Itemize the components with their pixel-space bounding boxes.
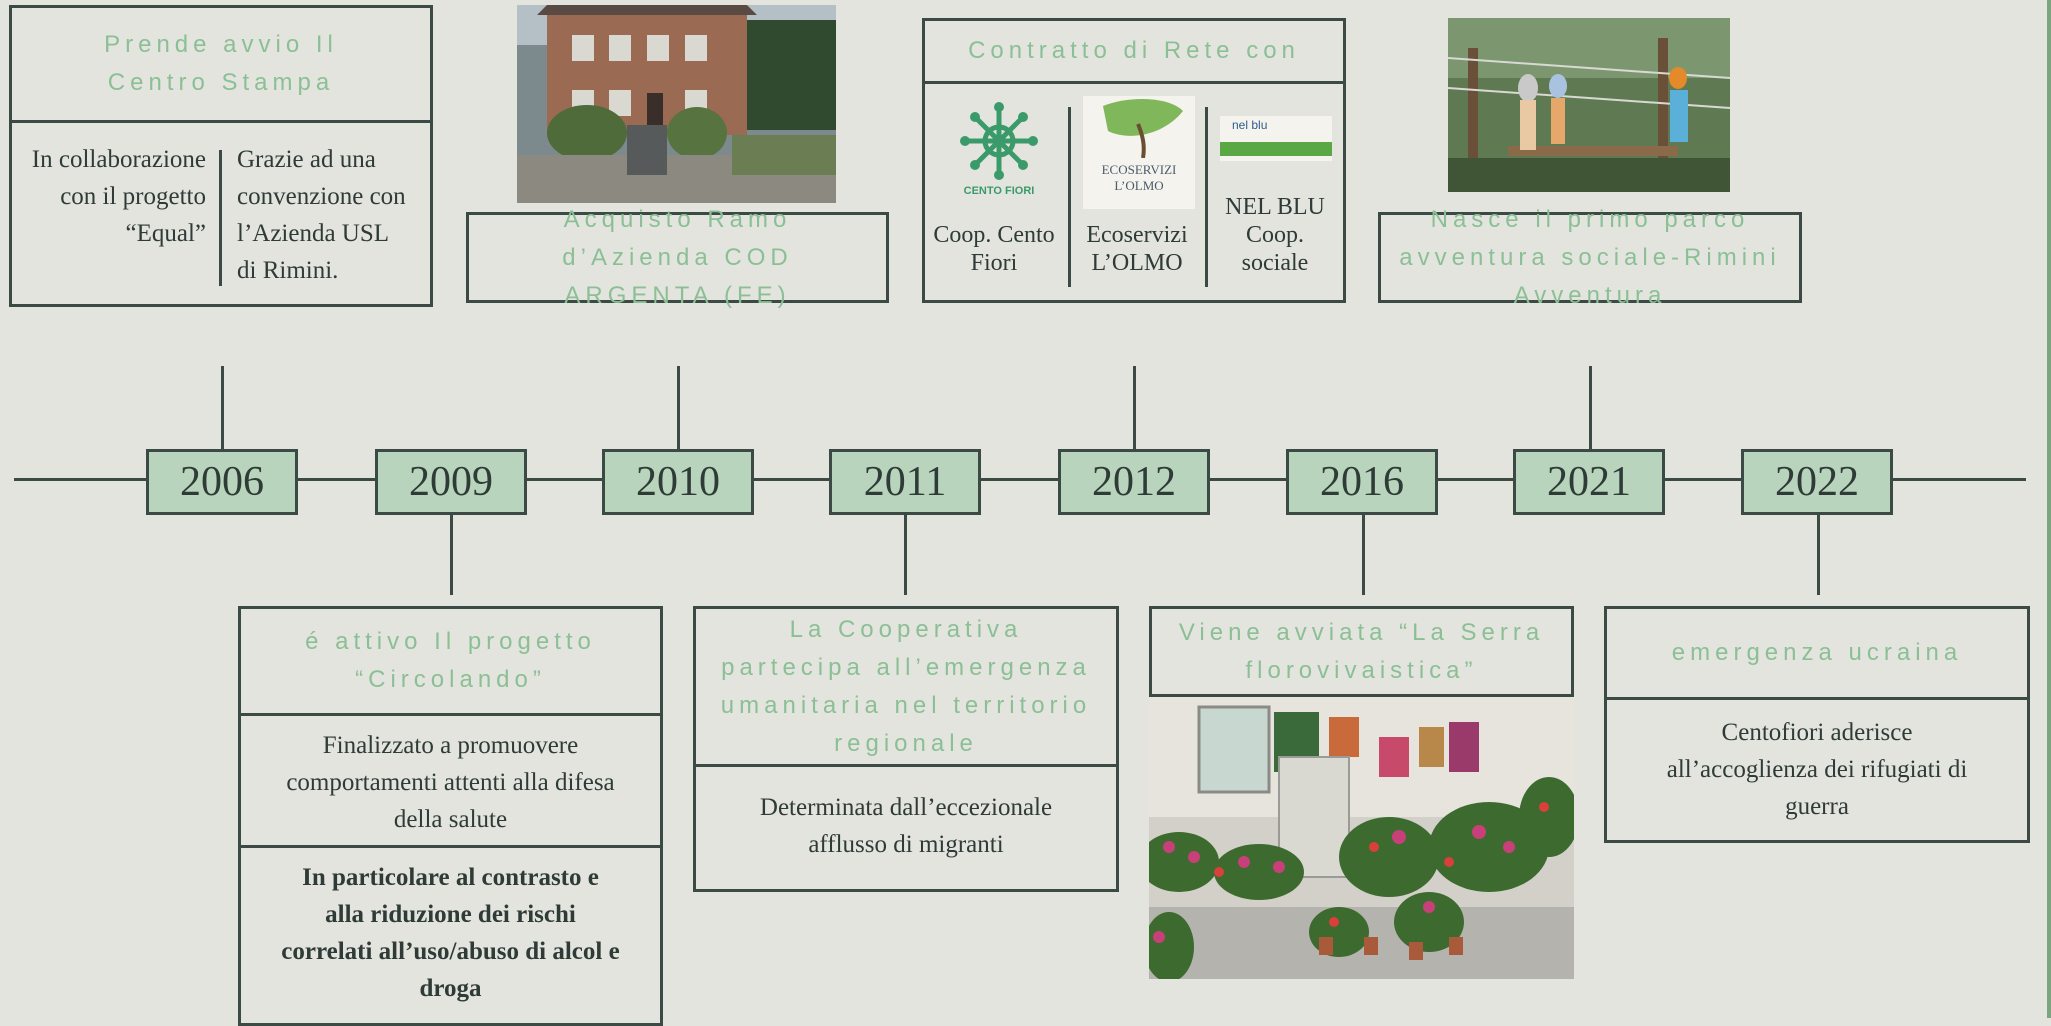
event-title-2012: Contratto di Rete con [968, 37, 1300, 64]
event-title-2022: emergenza ucraina [1671, 639, 1963, 666]
logo-cento-fiori: CENTO FIORI [949, 101, 1049, 211]
event-title-2009: é attivo Il progetto “Circolando” [305, 628, 596, 693]
timeline-axis [14, 478, 2026, 481]
event-card-2021: Nasce il primo parco avventura sociale-R… [1378, 205, 1802, 309]
greenhouse-photo [1149, 697, 1574, 979]
event-text-2009-1: Finalizzato a promuovere comportamenti a… [286, 732, 615, 833]
event-text-2009-2: In particolare al contrasto e alla riduz… [281, 864, 620, 1002]
connector-2009 [450, 514, 453, 595]
connector-2010 [677, 366, 680, 450]
building-photo [517, 5, 836, 203]
adventure-park-photo [1448, 18, 1730, 192]
event-title-2016: Viene avviata “La Serra florovivaistica” [1178, 618, 1545, 684]
event-title-2010: Acquisto Ramo d’Azienda COD ARGENTA (FE) [562, 205, 793, 309]
partner-name-2: Ecoservizi L’OLMO [1086, 222, 1188, 276]
connector-2012 [1133, 366, 1136, 450]
event-title-2006: Prende avvio Il Centro Stampa [104, 31, 338, 96]
partner-name-3: NEL BLU Coop. sociale [1225, 194, 1325, 276]
event-card-2012: Contratto di Rete con CENTO FIORI Coop. … [922, 18, 1346, 303]
logo-nel-blu: nel blu [1220, 116, 1332, 161]
connector-2016 [1362, 514, 1365, 595]
year-2009: 2009 [375, 449, 527, 515]
connector-2006 [221, 366, 224, 450]
event-card-2010: Acquisto Ramo d’Azienda COD ARGENTA (FE) [466, 205, 889, 309]
right-edge-accent [2047, 0, 2051, 1018]
year-2006: 2006 [146, 449, 298, 515]
event-card-2022: emergenza ucraina Centofiori aderisce al… [1604, 606, 2030, 843]
event-card-2009: é attivo Il progetto “Circolando” Finali… [238, 606, 663, 1026]
year-2012: 2012 [1058, 449, 1210, 515]
year-2016: 2016 [1286, 449, 1438, 515]
event-title-2011: La Cooperativa partecipa all’emergenza u… [720, 615, 1092, 757]
event-card-2016: Viene avviata “La Serra florovivaistica” [1149, 606, 1574, 697]
event-card-2011: La Cooperativa partecipa all’emergenza u… [693, 606, 1119, 892]
event-title-2021: Nasce il primo parco avventura sociale-R… [1399, 205, 1781, 309]
event-card-2006: Prende avvio Il Centro Stampa In collabo… [9, 5, 433, 307]
event-text-2022: Centofiori aderisce all’accoglienza dei … [1666, 719, 1968, 820]
connector-2021 [1589, 366, 1592, 450]
year-2011: 2011 [829, 449, 981, 515]
year-2021: 2021 [1513, 449, 1665, 515]
event-text-2011: Determinata dall’eccezionale afflusso di… [759, 794, 1053, 858]
logo-ecoservizi-olmo: ECOSERVIZI L’OLMO [1083, 96, 1195, 209]
event-text-2006-left: In collaborazione con il progetto “Equal… [31, 146, 206, 247]
year-2022: 2022 [1741, 449, 1893, 515]
logo-ecoservizi-text: ECOSERVIZI L’OLMO [1101, 162, 1177, 193]
connector-2022 [1817, 514, 1820, 595]
partner-name-1: Coop. Cento Fiori [933, 222, 1055, 276]
event-text-2006-right: Grazie ad una convenzione con l’Azienda … [237, 146, 406, 284]
logo-nel-blu-text: nel blu [1232, 118, 1268, 132]
logo-cento-fiori-text: CENTO FIORI [963, 185, 1035, 197]
year-2010: 2010 [602, 449, 754, 515]
connector-2011 [904, 514, 907, 595]
